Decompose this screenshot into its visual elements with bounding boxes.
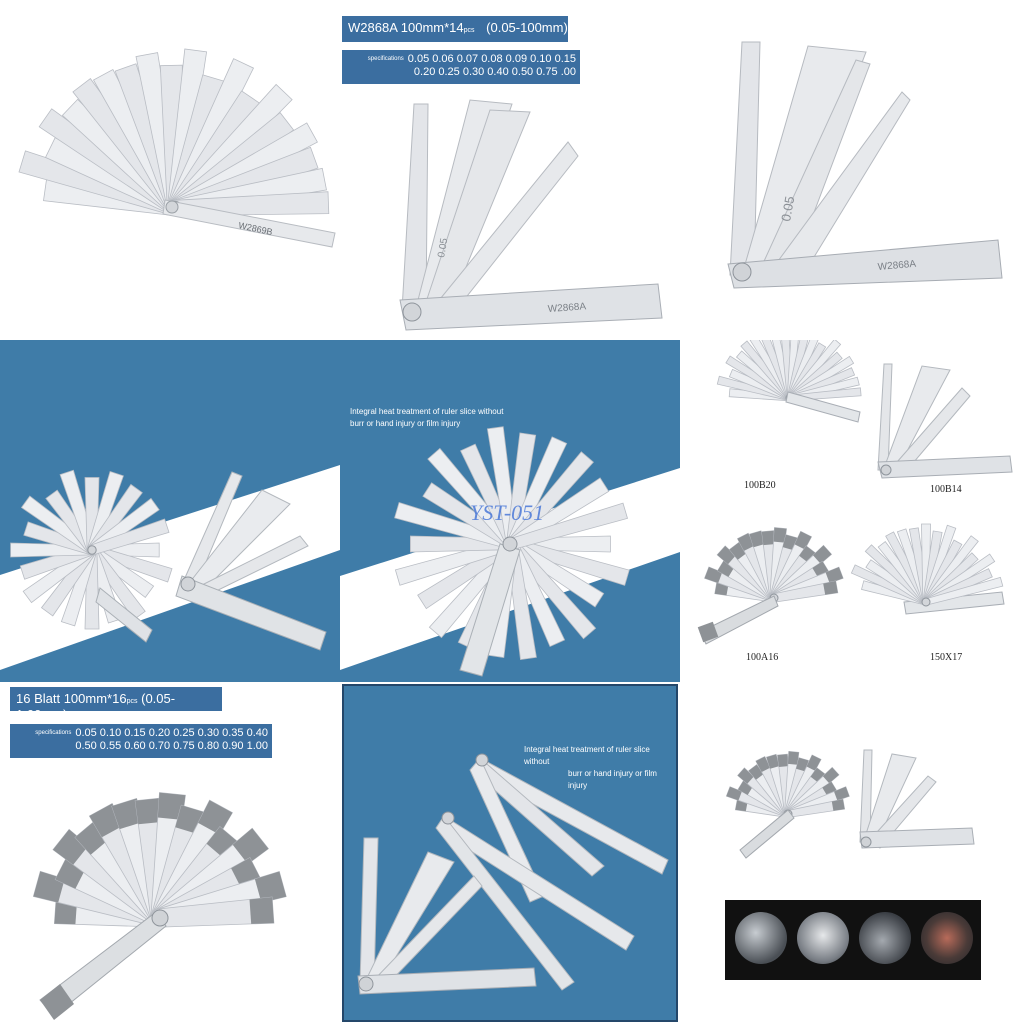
variant-drawings <box>785 363 1013 615</box>
gauge-blade-tip <box>773 527 787 543</box>
panel-thumbnails-and-photos <box>680 682 1024 1024</box>
blatt-range: (0.05-1.00mm) <box>16 691 176 722</box>
star-fan-drawing <box>394 426 630 661</box>
panel-fan-gauge-w2869b: W2869B <box>0 0 340 340</box>
spec-line-2: 0.20 0.25 0.30 0.40 0.50 0.75 .00 <box>413 66 576 79</box>
gauge-pivot <box>921 597 931 607</box>
bordered-gauges-drawing <box>357 753 669 995</box>
panel-w2868a-closeup: W2868A 0.05 <box>680 0 1024 340</box>
w2868a-marking: W2868A <box>547 301 586 315</box>
star-fan-handle <box>459 536 521 677</box>
gauge-blade-tip <box>749 530 765 548</box>
blatt-title-box: 16 Blatt 100mm*16pcs (0.05-1.00mm) <box>10 687 222 722</box>
caption-100b14: 100B14 <box>930 484 962 495</box>
spec-line-1: 0.05 0.06 0.07 0.08 0.09 0.10 0.15 <box>407 53 576 65</box>
gauge-blade-tip <box>729 542 747 560</box>
w2868a-gauge-drawing: W2868A 0.05 <box>399 99 663 331</box>
spec-label: specifications <box>367 55 404 62</box>
photo-engine-3 <box>859 912 911 964</box>
gauge-blade-tip <box>748 764 764 780</box>
small-fan-drawing <box>725 750 850 819</box>
blade-marking: 0.05 <box>436 237 450 259</box>
blue-fan-gauge-drawing <box>10 469 173 630</box>
bordered-note: Integral heat treatment of ruler slice w… <box>524 744 676 792</box>
gauge-blade-tip <box>766 754 780 769</box>
variant-100a16-drawing <box>704 527 844 603</box>
gauge-blade-tip <box>135 798 163 825</box>
caption-100a16: 100A16 <box>746 652 779 663</box>
caption-100b20: 100B20 <box>744 480 776 491</box>
gauge-blade-tip <box>755 756 771 772</box>
panel-blue-bordered: Integral heat treatment of ruler slice w… <box>342 684 678 1022</box>
heat-treatment-note-line-1: Integral heat treatment of ruler slice w… <box>350 407 504 416</box>
variant-100a16-handle <box>697 595 779 645</box>
gauge-blade-tip <box>254 871 287 903</box>
bordered-note-line-2: burr or hand injury or film injury <box>568 769 657 790</box>
heat-treatment-note-line-2: burr or hand injury or film injury <box>350 419 461 428</box>
bordered-note-line-1: Integral heat treatment of ruler slice w… <box>524 745 650 766</box>
gauge-blade-tip <box>794 531 812 550</box>
panel-product-variants: 100B20 100B14 100A16 150X17 <box>680 340 1024 682</box>
blatt-spec-line-2: 0.50 0.55 0.60 0.70 0.75 0.80 0.90 1.00 <box>75 740 268 753</box>
panel-16-blatt: 16 Blatt 100mm*16pcs (0.05-1.00mm) speci… <box>0 682 340 1024</box>
gauge-blade-tip <box>737 768 754 784</box>
blatt-title-unit: pcs <box>126 698 138 705</box>
brand-watermark: YST-051 <box>470 500 545 525</box>
gauge-blade-tip <box>726 786 742 801</box>
gauge-blade-tip <box>810 767 825 783</box>
blatt-handle <box>39 909 169 1020</box>
fan-gauge-drawing <box>18 48 330 217</box>
gauge-blade-tip <box>737 533 755 551</box>
gauge-blade-tip <box>198 800 233 835</box>
gauge-blade-tip <box>834 786 850 801</box>
application-photo-strip <box>725 900 981 980</box>
variant-100b20-drawing <box>716 340 862 403</box>
product-title-unit: pcs <box>463 27 475 34</box>
gauge-blade-tip <box>813 545 832 564</box>
panel-w2868a: W2868A 100mm*14pcs (0.05-100mm) specific… <box>340 0 680 340</box>
product-title: W2868A 100mm*14 <box>348 20 464 35</box>
gauge-blade-tip <box>157 792 186 820</box>
closeup-gauge-drawing: W2868A 0.05 <box>727 41 1003 289</box>
gauge-blade-tip <box>799 545 816 563</box>
gauge-blade-tip <box>249 897 274 924</box>
caption-150x17: 150X17 <box>930 652 963 663</box>
small-gauges-drawing <box>739 749 975 859</box>
gauge-blade-tip <box>825 567 844 584</box>
gauge-blade-tip <box>823 581 838 595</box>
product-range: (0.05-100mm) <box>486 20 568 35</box>
variant-150x17-drawing <box>850 523 1004 607</box>
heat-treatment-note: Integral heat treatment of ruler slice w… <box>350 406 503 430</box>
blue-straight-gauge-drawing <box>95 471 327 651</box>
gauge-blade-tip <box>788 751 799 765</box>
gauge-blade-tip <box>738 780 753 795</box>
closeup-marking: W2868A <box>877 259 916 273</box>
photo-engine-2 <box>797 912 849 964</box>
gauge-blade-tip <box>111 798 143 830</box>
gauge-blade-tip <box>831 799 845 811</box>
blatt-spec-line-1: 0.05 0.10 0.15 0.20 0.25 0.30 0.35 0.40 <box>75 727 268 739</box>
panel-blue-star-fan: Integral heat treatment of ruler slice w… <box>340 340 680 682</box>
gauge-pivot <box>87 545 97 555</box>
gauge-blade-tip <box>232 828 269 864</box>
blatt-title: 16 Blatt 100mm*16 <box>16 691 127 706</box>
gauge-blade-tip <box>717 546 736 565</box>
panel-blue-two-gauges <box>0 340 340 682</box>
product-title-box: W2868A 100mm*14pcs (0.05-100mm) <box>342 16 568 42</box>
photo-engine-4 <box>921 912 973 964</box>
gauge-blade-tip <box>822 767 839 784</box>
gauge-handle: W2869B <box>162 199 336 248</box>
blatt-fan-drawing <box>32 792 287 928</box>
gauge-blade-tip <box>761 530 775 546</box>
gauge-blade-tip <box>777 754 789 767</box>
gauge-blade-tip <box>806 755 821 771</box>
photo-engine-1 <box>735 912 787 964</box>
gauge-blade-tip <box>796 757 809 772</box>
blatt-spec-label: specifications <box>35 729 72 736</box>
closeup-blade-marking: 0.05 <box>778 195 797 223</box>
